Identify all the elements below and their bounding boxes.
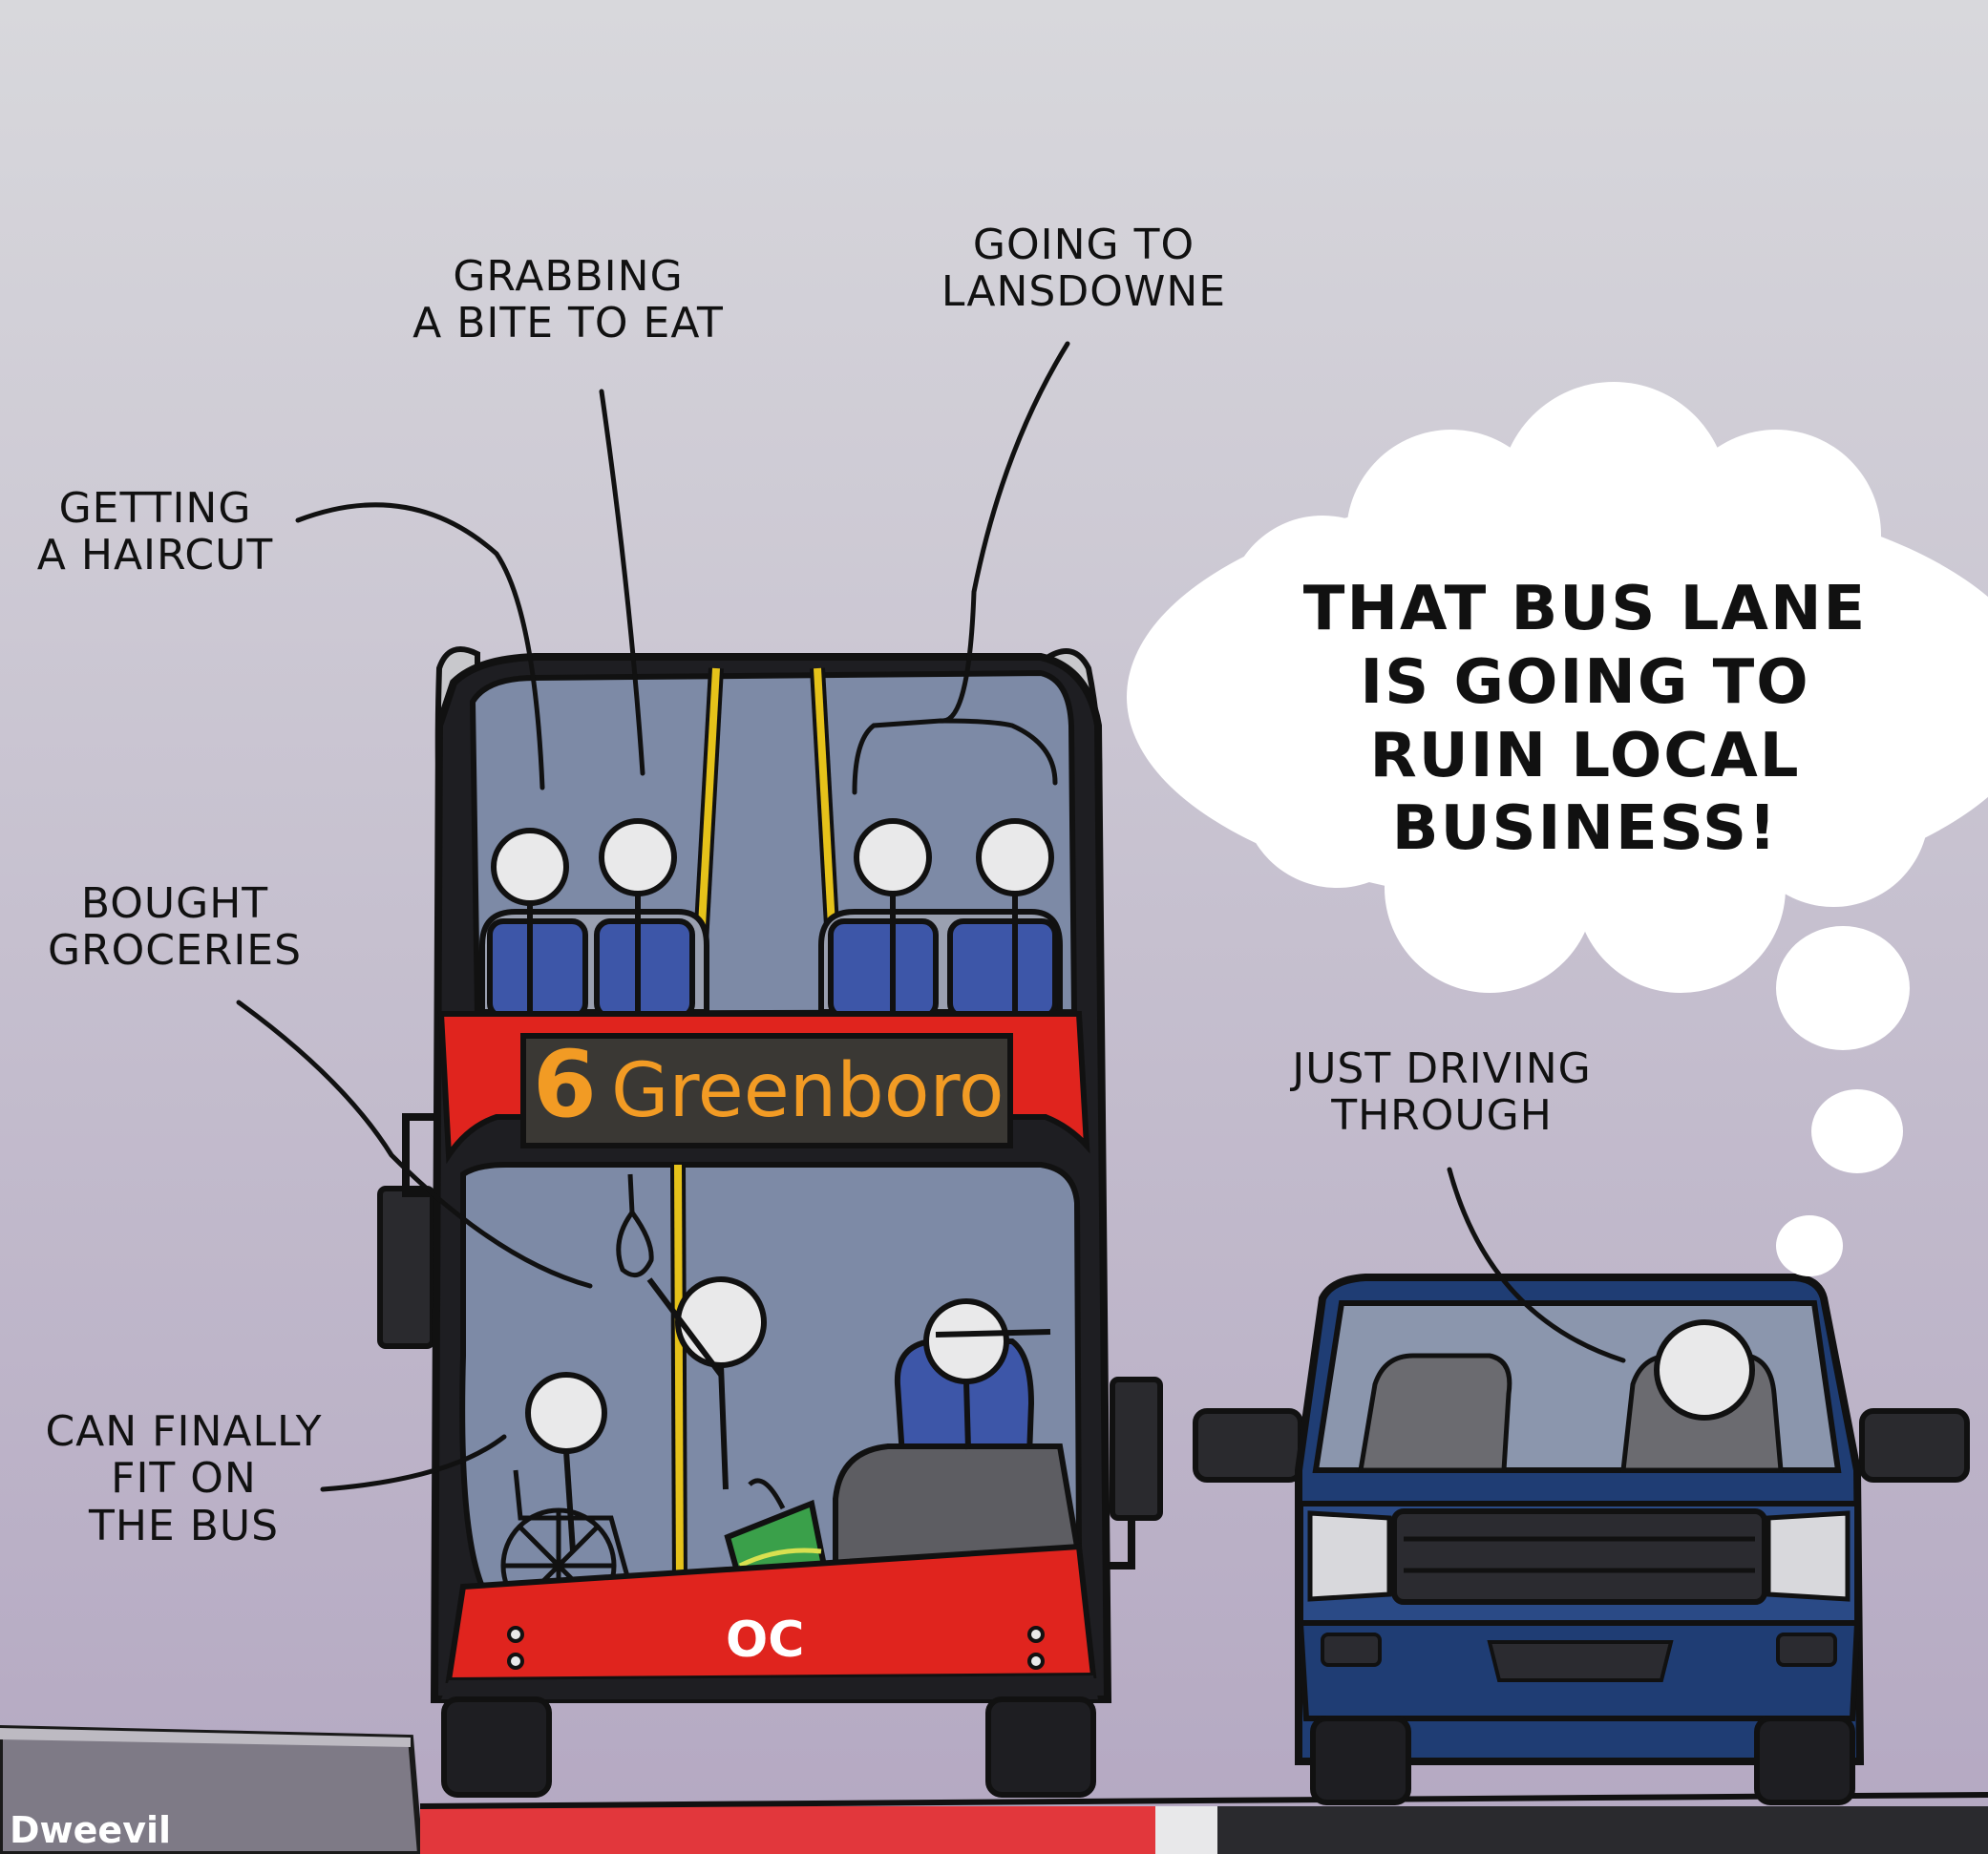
double-decker-bus [377,646,1163,1798]
annotation-driving: JUST DRIVING THROUGH [1292,1044,1592,1141]
upper-seats [479,909,1063,1020]
thought-dot-large [1776,926,1910,1050]
pickup-truck [1193,1274,1970,1805]
bus-left-wheel [441,1696,552,1798]
annotation-fit: CAN FINALLY FIT ON THE BUS [45,1407,323,1550]
bus-logo: OC [726,1612,805,1669]
artist-signature: Dweevil [10,1809,172,1851]
truck-left-headlight [1307,1510,1392,1602]
thought-bubble-text: THAT BUS LANE IS GOING TO RUIN LOCAL BUS… [1302,574,1868,865]
bus-left-mirror [377,1186,435,1349]
upper-passengers [491,818,1054,1012]
bus-route-number: 6 [533,1031,597,1138]
annotation-lansdowne: GOING TO LANSDOWNE [941,221,1227,317]
truck-left-wheel [1310,1716,1411,1805]
truck-left-mirror [1193,1408,1303,1483]
thought-dot-small [1776,1215,1843,1276]
thought-dot-medium [1811,1089,1903,1173]
annotation-pointers [236,341,1626,1492]
annotation-bite: GRABBING A BITE TO EAT [412,252,724,348]
annotation-groceries: BOUGHT GROCERIES [47,879,303,976]
bus-headlights [507,1626,1045,1670]
road [0,1724,1988,1854]
truck-right-headlight [1766,1510,1851,1602]
thought-bubble-shape [1127,382,1988,1276]
bus-right-mirror [1110,1377,1163,1521]
bus-right-wheel [985,1696,1096,1798]
bus-destination: Greenboro [611,1048,1005,1134]
driver [1654,1319,1755,1421]
truck-grille [1391,1508,1767,1605]
destination-sign [520,1033,1013,1148]
truck-right-mirror [1859,1408,1970,1483]
lower-passengers [525,1276,1051,1552]
annotation-haircut: GETTING A HAIRCUT [36,484,274,580]
truck-right-wheel [1754,1716,1855,1805]
